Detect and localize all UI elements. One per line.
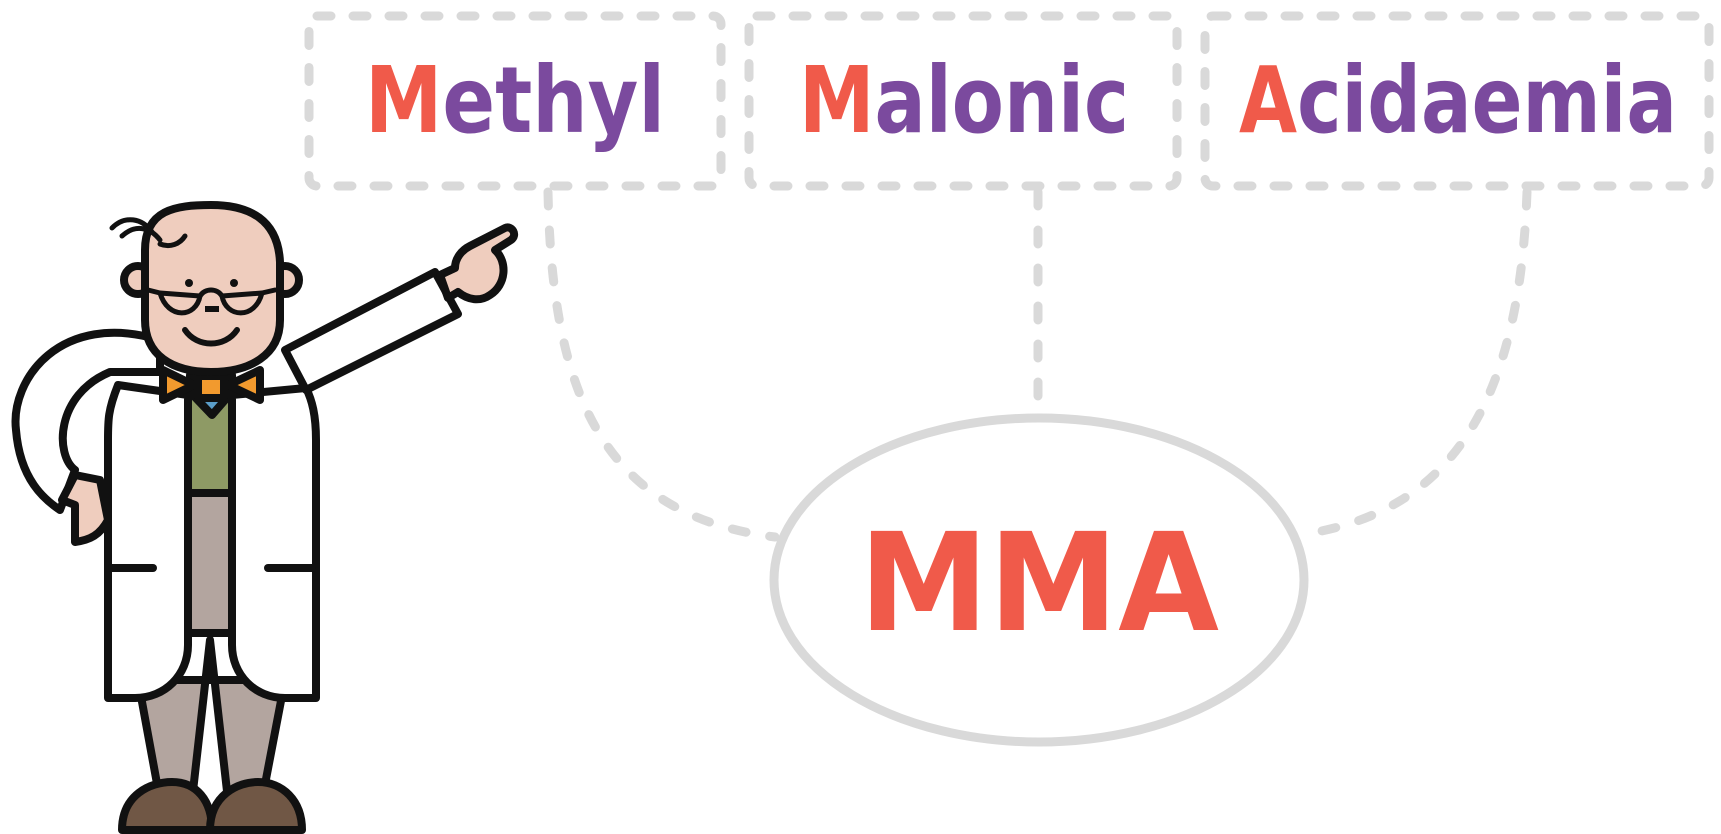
connectors bbox=[543, 187, 1532, 542]
glasses-lens-right bbox=[219, 290, 265, 316]
hair-tuft-2 bbox=[119, 226, 163, 243]
coat-back-arm bbox=[11, 328, 164, 514]
bow-tie-knot bbox=[194, 372, 228, 402]
term-box-acidaemia bbox=[1200, 11, 1714, 191]
connector-acidaemia bbox=[1300, 187, 1532, 539]
shoe-right bbox=[206, 778, 306, 834]
term-malonic-rest: alonic bbox=[875, 47, 1129, 154]
term-box-methyl bbox=[304, 11, 726, 191]
pointing-hand bbox=[436, 223, 519, 304]
connector-methyl bbox=[543, 187, 780, 542]
term-malonic-initial: M bbox=[799, 47, 875, 154]
term-box-malonic bbox=[744, 11, 1182, 191]
coat-left bbox=[104, 381, 192, 702]
term-methyl-initial: M bbox=[365, 47, 442, 154]
pointing-arm bbox=[281, 268, 462, 394]
eye-left bbox=[185, 279, 193, 287]
term-acidaemia-rest: cidaemia bbox=[1297, 47, 1677, 154]
term-acidaemia-initial: A bbox=[1239, 47, 1297, 154]
term-acidaemia: Acidaemia bbox=[1239, 47, 1677, 154]
acronym-text: MMA bbox=[859, 505, 1219, 663]
eye-right bbox=[230, 279, 238, 287]
acronym-ellipse bbox=[769, 413, 1309, 747]
term-methyl: Methyl bbox=[365, 47, 665, 154]
scientist-pointing-icon bbox=[11, 201, 519, 834]
term-methyl-rest: ethyl bbox=[442, 47, 665, 154]
term-boxes bbox=[304, 11, 1714, 191]
glasses-bridge bbox=[197, 287, 225, 299]
hand-behind-back bbox=[58, 471, 112, 546]
shoe-left bbox=[118, 778, 216, 834]
mustache bbox=[205, 306, 219, 312]
coat-right bbox=[228, 384, 320, 702]
trousers-upper bbox=[181, 489, 239, 637]
term-malonic: Malonic bbox=[799, 47, 1129, 154]
hair-tuft-3 bbox=[157, 233, 188, 249]
smile bbox=[182, 327, 240, 347]
